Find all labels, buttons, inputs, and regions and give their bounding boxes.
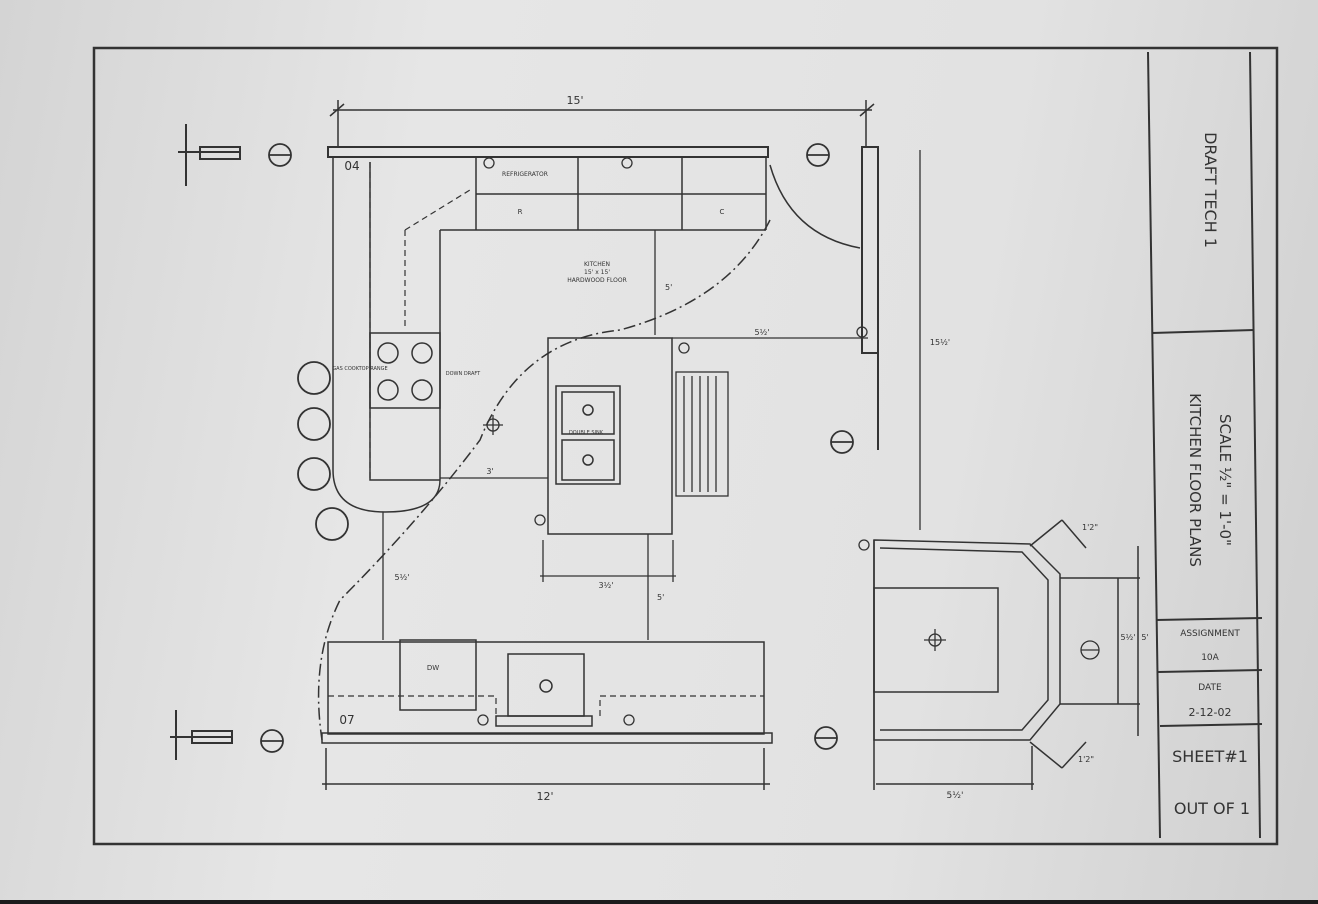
upper-cabinet-dashed [369, 162, 471, 480]
top-dimension [329, 100, 875, 148]
label-kitchen: KITCHEN [584, 261, 610, 268]
bar-stools [297, 361, 349, 541]
dim-island-to-bottom: 5' [657, 593, 664, 602]
label-kitchen-size: 15' x 15' [584, 269, 610, 276]
label-cab-c: C [720, 208, 725, 216]
tag-t5: 07 [339, 713, 354, 727]
label-refrigerator: REFRIGERATOR [502, 171, 548, 178]
bottom-dimension [322, 748, 770, 790]
label-cab-r: R [518, 208, 523, 216]
label-floor: HARDWOOD FLOOR [567, 277, 627, 284]
dim-angle-upper: 1'2" [1082, 523, 1098, 532]
label-cooktop: GAS COOKTOP RANGE [332, 366, 387, 372]
sheet-number: SHEET#1 [1172, 747, 1248, 766]
dim-pantry-depth-a: 5½' [1120, 633, 1135, 642]
dim-island-to-wall: 5½' [754, 328, 769, 337]
upper-wall [327, 146, 769, 158]
date-value: 2-12-02 [1189, 706, 1232, 719]
pantry-unit [873, 519, 1140, 790]
right-wall [861, 146, 879, 450]
section-marker-bottom-left [170, 710, 233, 760]
assignment-label: ASSIGNMENT [1180, 629, 1240, 639]
pantry-circle-marker [1080, 640, 1100, 660]
bottom-counter-dashed [328, 695, 764, 716]
date-label: DATE [1198, 683, 1222, 693]
tag-t1: 04 [344, 159, 359, 173]
dim-island-to-upper: 5' [665, 283, 672, 292]
dim-counter-to-bottom: 5½' [394, 573, 409, 582]
cooktop-range [369, 332, 441, 409]
kitchen-island [547, 337, 673, 535]
course-title: DRAFT TECH 1 [1201, 132, 1220, 248]
section-marker-top-left [178, 124, 241, 186]
label-downdraft: DOWN DRAFT [446, 371, 481, 377]
assignment-value: 10A [1201, 653, 1219, 663]
dim-pantry-depth-b: 5' [1141, 633, 1148, 642]
light-fixtures [483, 415, 946, 651]
label-dishwasher: DW [427, 664, 439, 672]
label-sink: DOUBLE SINK [569, 430, 604, 436]
dim-range-to-island: 3' [486, 467, 493, 476]
drawing-scale: SCALE ½" = 1'-0" [1216, 414, 1234, 546]
interior-dimensions [382, 150, 921, 640]
dim-bottom-width: 12' [536, 790, 553, 803]
traffic-path [317, 219, 771, 741]
title-block [1147, 51, 1263, 839]
island-seating [675, 371, 729, 497]
dim-top-width: 15' [566, 94, 583, 107]
upper-cabinets [332, 157, 767, 513]
dim-right-wall: 15½' [930, 338, 950, 347]
door-swing [769, 164, 861, 249]
sheet-total: OUT OF 1 [1174, 799, 1250, 818]
elevation-markers [260, 143, 854, 753]
dim-pantry-width: 5½' [947, 791, 964, 801]
dim-island-width: 3½' [598, 581, 613, 590]
sheet-border [92, 46, 1279, 846]
tag-markers [477, 157, 870, 726]
drawing-title: KITCHEN FLOOR PLANS [1186, 393, 1204, 567]
bottom-counter [321, 639, 773, 744]
dim-angle-lower: 1'2" [1078, 755, 1094, 764]
